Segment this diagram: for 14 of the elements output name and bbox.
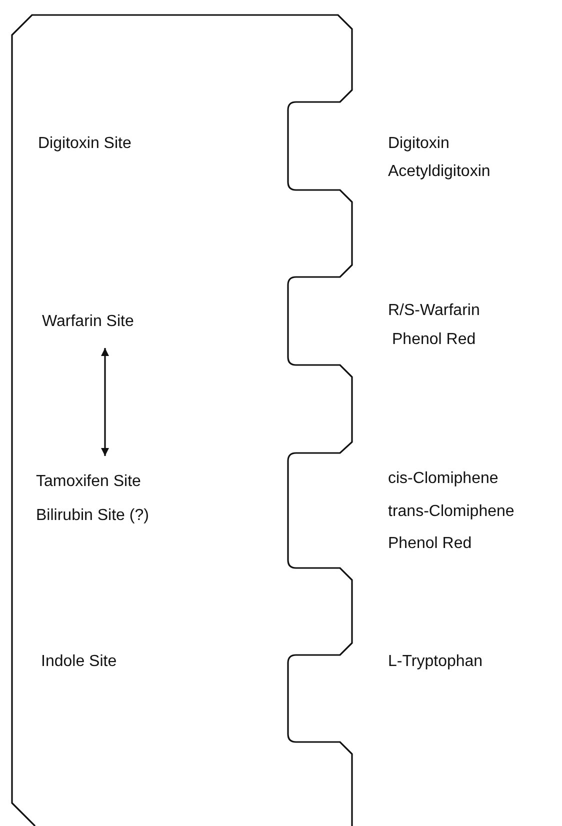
ligand-label: R/S-Warfarin xyxy=(388,301,480,321)
ligand-label: Digitoxin xyxy=(388,134,450,154)
ligand-label: Acetyldigitoxin xyxy=(388,162,490,182)
site-label: Warfarin Site xyxy=(42,312,134,332)
site-label: Digitoxin Site xyxy=(38,134,132,154)
ligand-label: Phenol Red xyxy=(392,330,476,350)
site-label: Indole Site xyxy=(41,652,117,672)
ligand-label: L-Tryptophan xyxy=(388,652,483,672)
ligand-label: cis-Clomiphene xyxy=(388,469,498,489)
site-label: Tamoxifen Site xyxy=(36,472,142,492)
site-label: Bilirubin Site (?) xyxy=(36,506,149,526)
ligand-label: trans-Clomiphene xyxy=(388,502,514,522)
double-arrow xyxy=(101,348,109,456)
ligand-label: Phenol Red xyxy=(388,534,472,554)
